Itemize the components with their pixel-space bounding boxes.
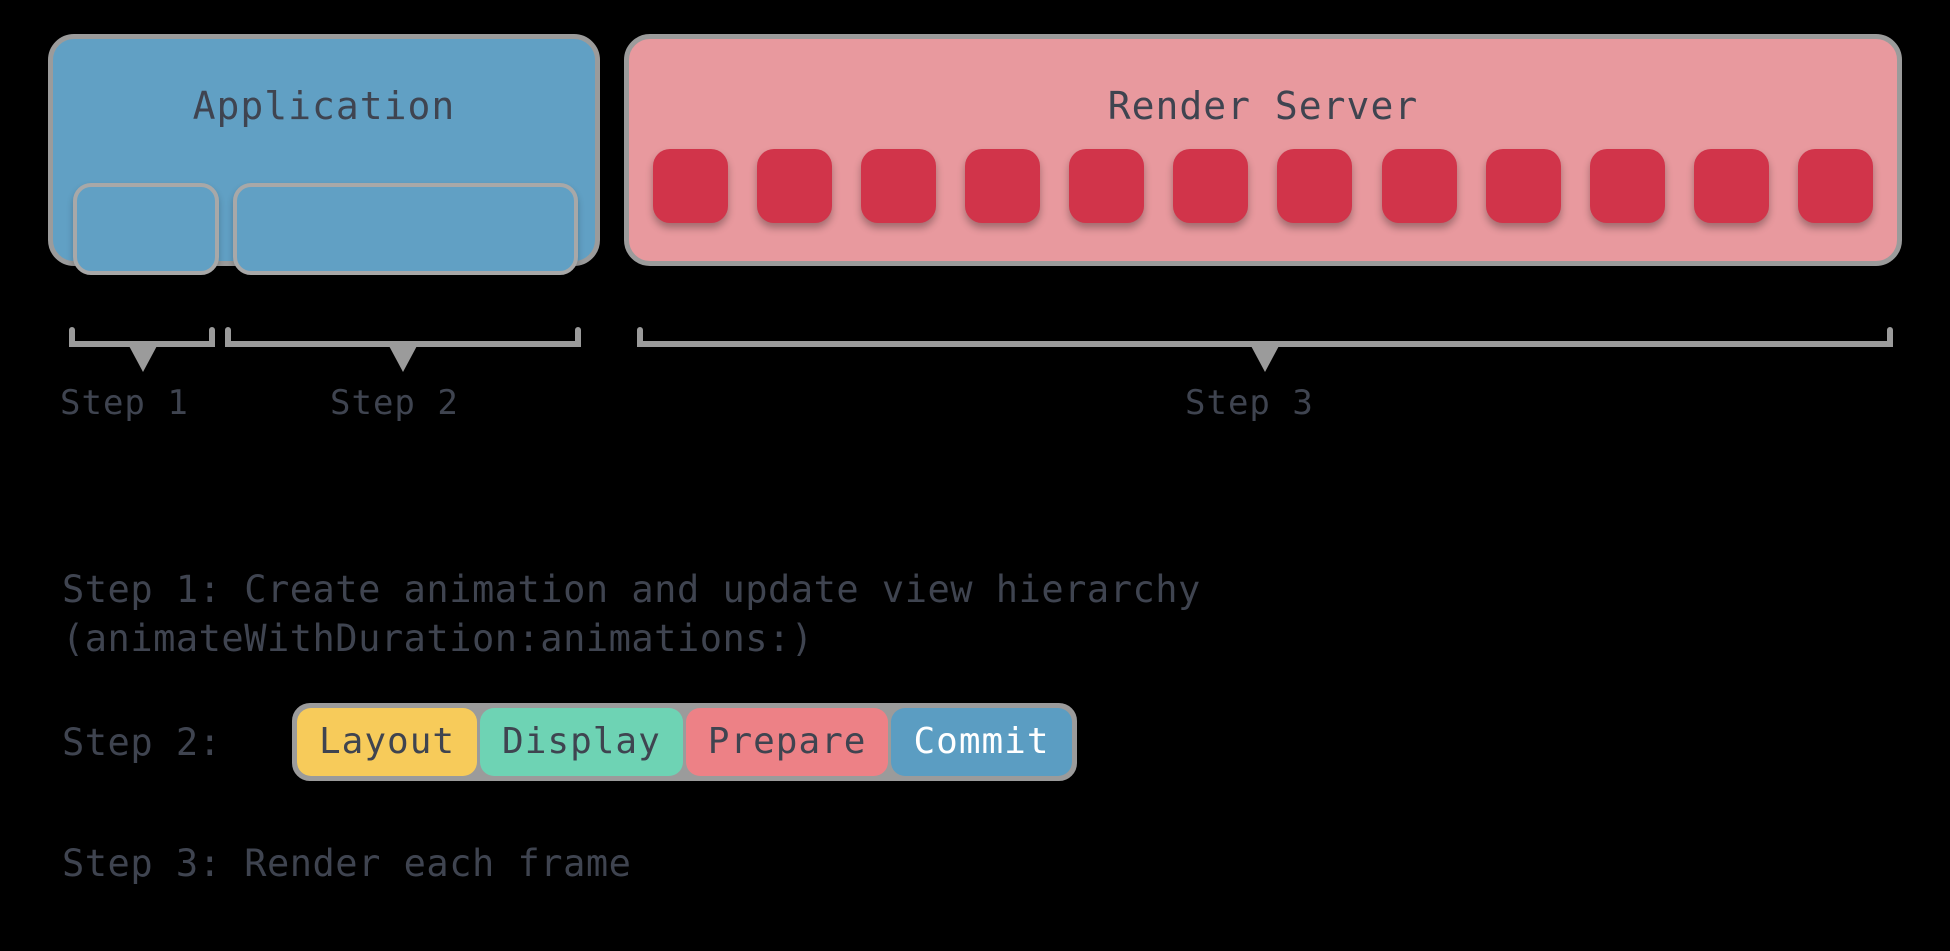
phase-pill-commit: Commit [891, 708, 1072, 777]
phase-pill-display: Display [480, 708, 683, 777]
application-panel: Application [48, 34, 600, 275]
legend-step1-line2: (animateWithDuration:animations:) [62, 617, 814, 661]
phase-pill-prepare: Prepare [685, 708, 889, 777]
legend-block: Step 1: Create animation and update view… [62, 565, 1562, 889]
frame-square [1797, 149, 1873, 223]
frame-square-row [653, 149, 1873, 223]
step-tick-label-2: Step 2 [330, 383, 459, 423]
frame-square [1693, 149, 1769, 223]
frame-square [1485, 149, 1561, 223]
step-tick-label-1: Step 1 [60, 383, 189, 423]
application-subbox-2 [233, 183, 578, 275]
legend-step3-line: Step 3: Render each frame [62, 842, 632, 886]
frame-square [1589, 149, 1665, 223]
brace-step-3 [637, 327, 1893, 347]
step-tick-label-3: Step 3 [1185, 383, 1314, 423]
frame-square [1173, 149, 1249, 223]
arrow-step-3 [1250, 344, 1280, 372]
legend-step1-line1: Step 1: Create animation and update view… [62, 568, 1201, 611]
application-panel-title: Application [192, 84, 456, 128]
brace-step-2 [225, 327, 581, 347]
phase-pill-layout: Layout [297, 708, 478, 777]
frame-square [757, 149, 833, 223]
frame-square [965, 149, 1041, 223]
frame-square [1381, 149, 1457, 223]
render-server-panel-title: Render Server [1107, 84, 1419, 128]
frame-square [1069, 149, 1145, 223]
application-subbox-1 [73, 183, 219, 275]
frame-square [653, 149, 728, 223]
brace-step-1 [69, 327, 215, 347]
arrow-step-2 [388, 344, 418, 372]
render-server-panel: Render Server [624, 34, 1902, 266]
arrow-step-1 [128, 344, 158, 372]
frame-square [861, 149, 937, 223]
brace-arrowheads [128, 344, 1280, 372]
frame-square [1277, 149, 1353, 223]
legend-step2-label: Step 2: [62, 720, 222, 764]
